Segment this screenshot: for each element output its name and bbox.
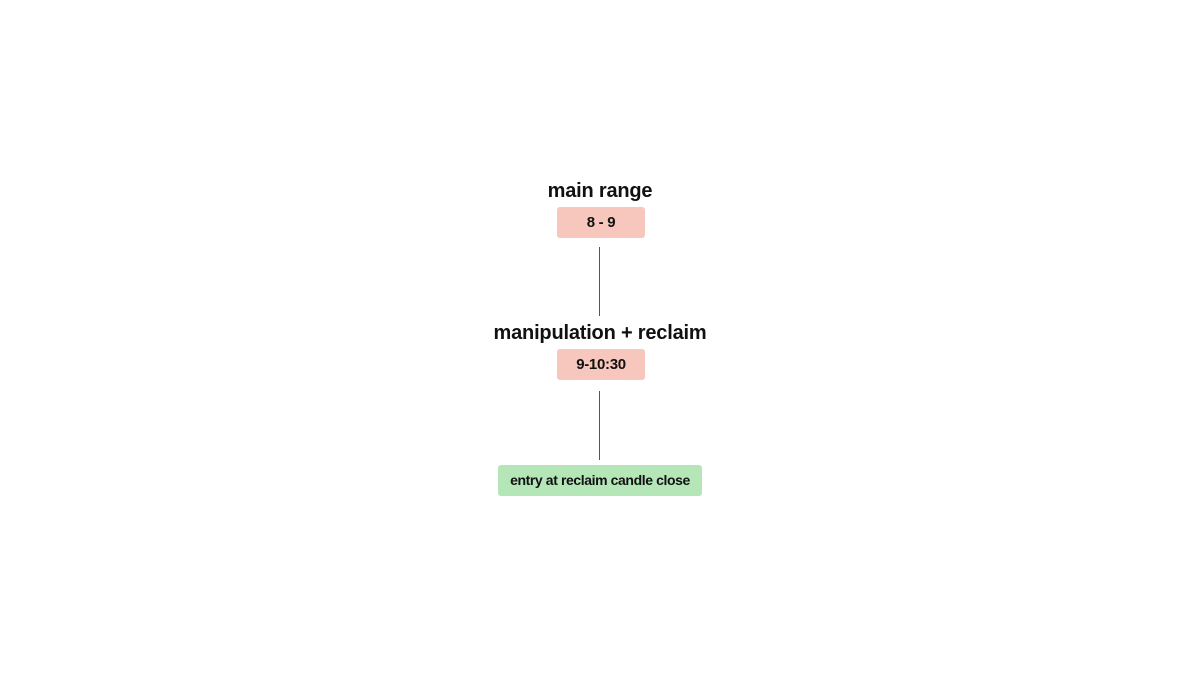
- connector-line-2: [599, 391, 600, 460]
- entry-badge: entry at reclaim candle close: [498, 465, 702, 496]
- manipulation-reclaim-title: manipulation + reclaim: [493, 322, 707, 344]
- connector-line-1: [599, 247, 600, 316]
- main-range-title: main range: [547, 180, 653, 202]
- main-range-time-badge: 8 - 9: [557, 207, 645, 238]
- manipulation-reclaim-time-badge: 9-10:30: [557, 349, 645, 380]
